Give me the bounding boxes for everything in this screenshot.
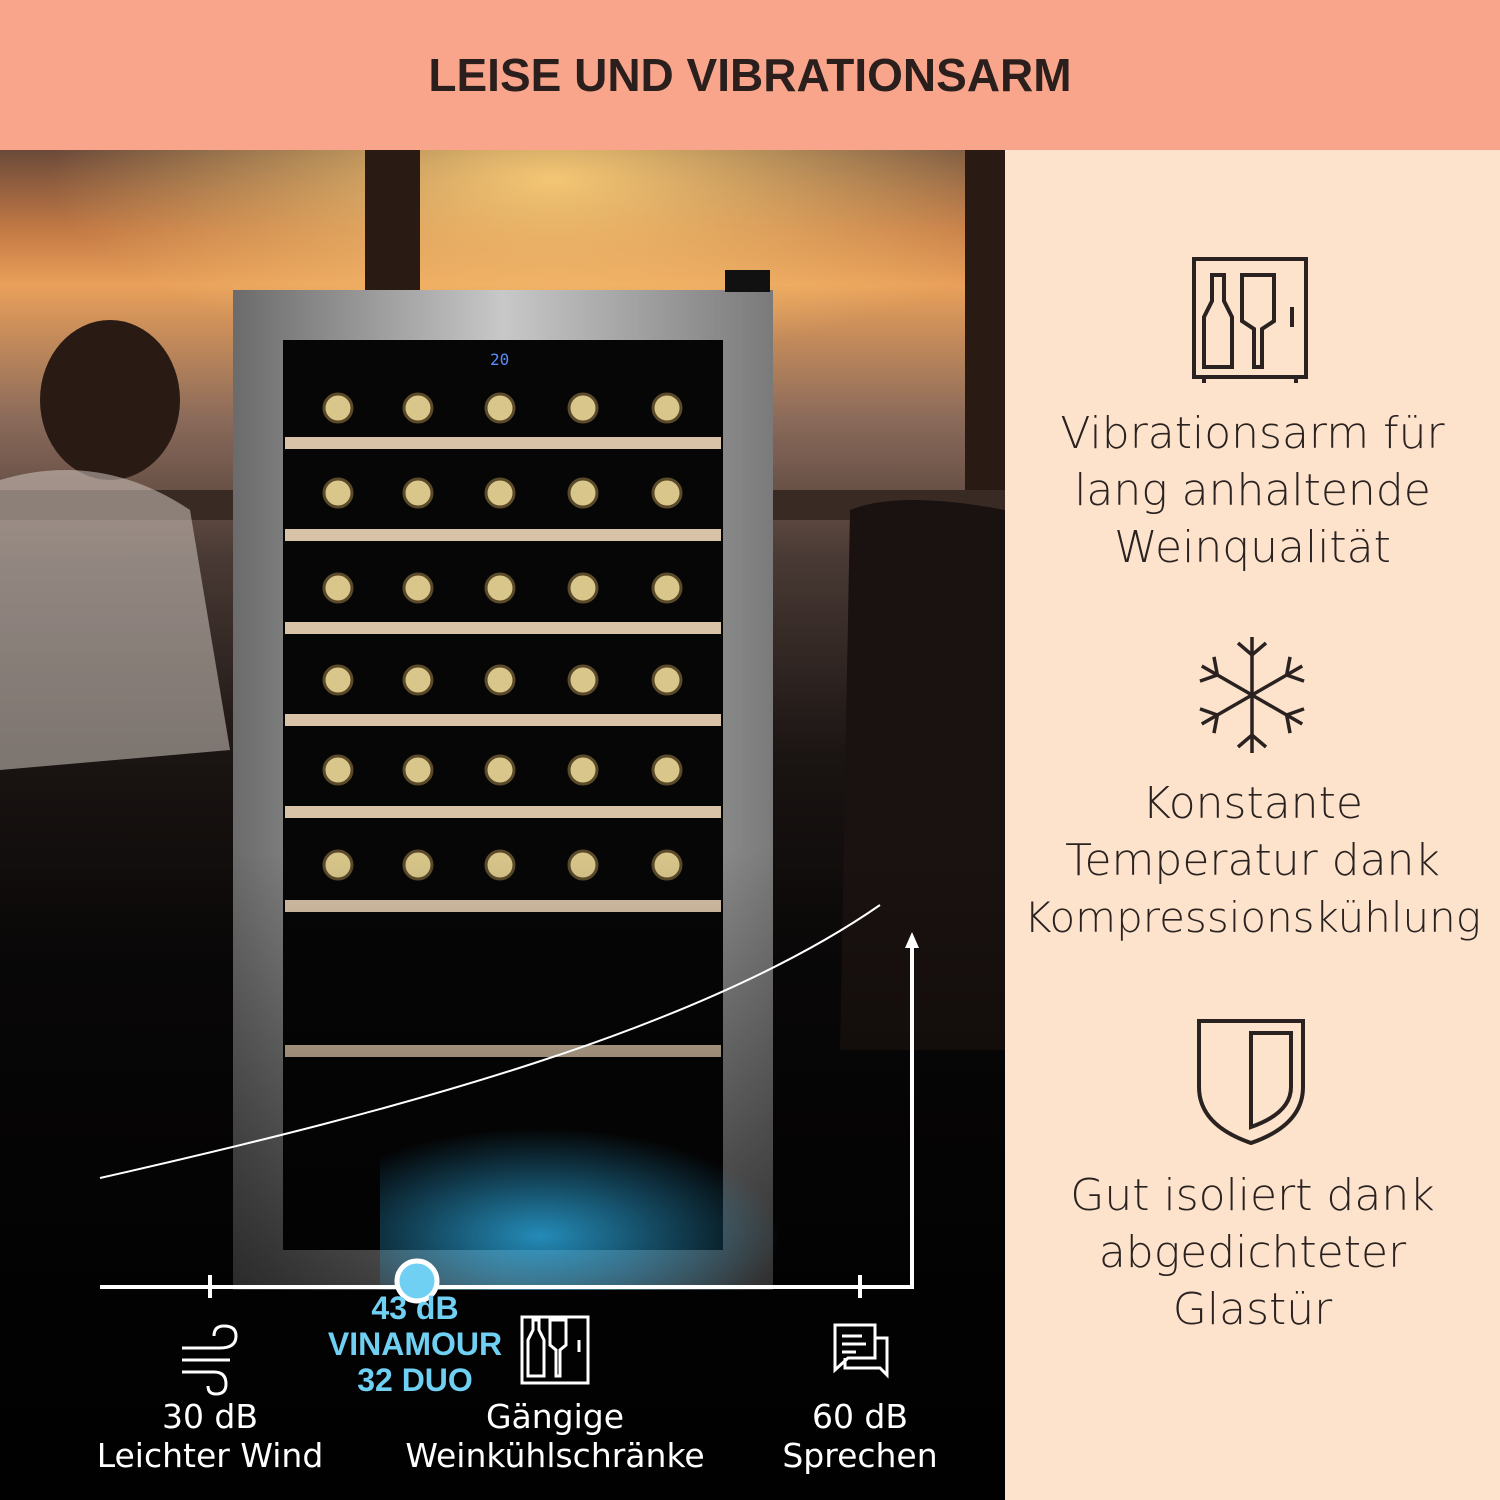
marker-value: Gängige xyxy=(485,1397,625,1436)
wine-bottle xyxy=(322,392,354,424)
feature-text: Glastür xyxy=(1172,1284,1333,1335)
model-marker xyxy=(394,1258,440,1304)
wine-bottle xyxy=(567,754,599,786)
marker-label: Sprechen xyxy=(782,1436,938,1475)
wine-bottle xyxy=(484,477,516,509)
feature-text: Vibrationsarm für xyxy=(1060,408,1445,459)
fridge-shelf xyxy=(285,622,721,634)
marker-value: 30 dB xyxy=(161,1397,259,1436)
model-noise-value: 43 dB xyxy=(371,1290,459,1326)
wine-bottle xyxy=(402,477,434,509)
feature-text: Konstante xyxy=(1142,778,1363,829)
wine-bottle xyxy=(651,664,683,696)
wine-bottle xyxy=(484,572,516,604)
marker-speech: 60 dB Sprechen xyxy=(765,1397,955,1475)
wine-bottle xyxy=(651,477,683,509)
feature-text: Gut isoliert dank xyxy=(1070,1170,1435,1221)
wine-bottle xyxy=(402,392,434,424)
fridge-shelf xyxy=(285,529,721,541)
wine-bottle xyxy=(402,664,434,696)
marker-label: Weinkühlschränke xyxy=(405,1436,705,1475)
noise-curve xyxy=(99,904,881,1179)
wine-bottle xyxy=(322,572,354,604)
wine-bottle xyxy=(402,754,434,786)
feature-text: lang anhaltende xyxy=(1074,465,1431,516)
feature-text: Weinqualität xyxy=(1114,522,1391,573)
feature-text: abgedichteter xyxy=(1098,1227,1407,1278)
wine-bottle xyxy=(484,392,516,424)
wind-icon xyxy=(182,1324,238,1396)
fridge-shelf xyxy=(285,714,721,726)
model-name: VINAMOUR xyxy=(327,1326,503,1362)
feature-text: Kompressionskühlung xyxy=(1024,893,1481,942)
woman-figure xyxy=(0,470,230,770)
wine-bottle xyxy=(322,477,354,509)
marker-wind: 30 dB Leichter Wind xyxy=(90,1397,330,1475)
wine-bottle xyxy=(567,392,599,424)
wine-bottle xyxy=(651,392,683,424)
wine-bottle xyxy=(322,754,354,786)
model-variant: 32 DUO xyxy=(357,1362,473,1398)
product-photo: 20 43 dB VINAMOUR 3 xyxy=(0,150,1005,1500)
feature-insulation: Gut isoliert dank abgedichteter Glastür xyxy=(1005,1167,1500,1338)
snowflake-icon xyxy=(1193,637,1311,755)
temperature-display: 20 xyxy=(490,350,509,369)
feature-vibration: Vibrationsarm für lang anhaltende Weinqu… xyxy=(1005,405,1500,576)
wine-bottle xyxy=(567,664,599,696)
features-panel: Vibrationsarm für lang anhaltende Weinqu… xyxy=(1005,150,1500,1500)
photo-scene: 20 xyxy=(0,150,1005,1500)
wine-cooler-icon xyxy=(520,1315,590,1385)
marker-value: 60 dB xyxy=(811,1397,909,1436)
marker-common-coolers: Gängige Weinkühlschränke xyxy=(390,1397,720,1475)
fridge-shelf xyxy=(285,806,721,818)
window-frame xyxy=(965,150,1005,550)
wine-bottle xyxy=(484,664,516,696)
highlight-glow xyxy=(380,1110,780,1290)
noise-axis xyxy=(100,945,914,1289)
axis-arrow-icon xyxy=(905,932,919,948)
woman-head xyxy=(40,320,180,480)
wine-bottle xyxy=(402,572,434,604)
wine-bottle xyxy=(484,754,516,786)
model-label: 43 dB VINAMOUR 32 DUO xyxy=(300,1290,530,1398)
fridge-shelf xyxy=(285,437,721,449)
feature-temperature: Konstante Temperatur dank Kompressionskü… xyxy=(1005,775,1500,946)
page-title: LEISE UND VIBRATIONSARM xyxy=(428,49,1072,101)
feature-text: Temperatur dank xyxy=(1065,835,1440,886)
wine-bottle xyxy=(322,664,354,696)
wine-bottle xyxy=(567,477,599,509)
marker-label: Leichter Wind xyxy=(96,1436,324,1475)
wine-bottle xyxy=(651,572,683,604)
shield-icon xyxy=(1197,1019,1305,1146)
wine-bottle xyxy=(651,754,683,786)
header-banner: LEISE UND VIBRATIONSARM xyxy=(0,0,1500,150)
wine-cooler-icon xyxy=(1192,257,1308,383)
wine-bottle xyxy=(567,572,599,604)
speech-bubbles-icon xyxy=(833,1323,889,1379)
